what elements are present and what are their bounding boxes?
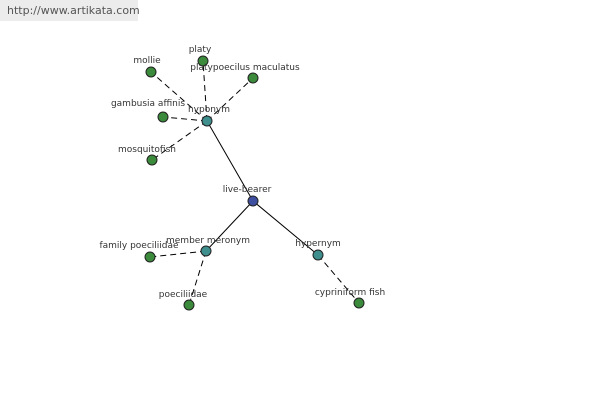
node-marker[interactable] xyxy=(353,297,365,309)
node-live-bearer[interactable]: live-bearer xyxy=(223,185,272,207)
node-poeciliidae[interactable]: poeciliidae xyxy=(159,290,208,311)
node-hyponym[interactable]: hyponym xyxy=(188,105,230,127)
node-label: poeciliidae xyxy=(159,290,208,300)
node-label: live-bearer xyxy=(223,185,272,195)
node-marker[interactable] xyxy=(157,111,169,123)
edge-hyponym-to-platy xyxy=(202,60,208,122)
node-marker[interactable] xyxy=(144,251,156,263)
node-label: gambusia affinis xyxy=(111,99,185,109)
node-label: platy xyxy=(189,45,212,55)
node-gambusia-affinis[interactable]: gambusia affinis xyxy=(111,99,185,123)
node-cypriniform-fish[interactable]: cypriniform fish xyxy=(315,288,385,309)
node-marker[interactable] xyxy=(146,154,158,166)
node-mollie[interactable]: mollie xyxy=(133,56,161,78)
node-label: hyponym xyxy=(188,105,230,115)
node-marker[interactable] xyxy=(183,299,195,311)
edge-live_bearer-to-hyponym xyxy=(206,120,254,202)
node-label: family poeciliidae xyxy=(99,241,179,251)
node-marker[interactable] xyxy=(200,245,212,257)
node-label: mollie xyxy=(133,56,161,66)
node-member-meronym[interactable]: member meronym xyxy=(166,236,250,257)
node-marker[interactable] xyxy=(197,55,209,67)
node-marker[interactable] xyxy=(247,72,259,84)
site-url-banner[interactable]: http://www.artikata.com xyxy=(0,0,140,21)
edge-live_bearer-to-member_meronym xyxy=(205,200,254,252)
edge-member_meronym-to-family_poeciliidae xyxy=(149,250,207,258)
site-url-text[interactable]: http://www.artikata.com xyxy=(7,4,140,17)
graph-edges xyxy=(149,60,360,306)
node-mosquitofish[interactable]: mosquitofish xyxy=(118,145,176,166)
edge-hyponym-to-mollie xyxy=(150,71,208,122)
node-marker[interactable] xyxy=(312,249,324,261)
node-platy[interactable]: platy xyxy=(189,45,212,67)
node-marker[interactable] xyxy=(247,195,259,207)
edge-hypernym-to-cypriniform_fish xyxy=(317,254,360,304)
node-marker[interactable] xyxy=(145,66,157,78)
node-label: hypernym xyxy=(295,239,341,249)
graph-nodes: live-bearer hyponym member meronym hypernym… xyxy=(99,45,385,311)
node-label: member meronym xyxy=(166,236,250,246)
edge-hyponym-to-platypoecilus_maculatus xyxy=(206,77,254,122)
node-family-poeciliidae[interactable]: family poeciliidae xyxy=(99,241,179,263)
node-marker[interactable] xyxy=(201,115,213,127)
edge-live_bearer-to-hypernym xyxy=(252,200,319,256)
node-platypoecilus-maculatus[interactable]: platypoecilus maculatus xyxy=(190,63,300,84)
node-label: cypriniform fish xyxy=(315,288,385,298)
edge-hyponym-to-gambusia_affinis xyxy=(162,116,208,122)
node-label: mosquitofish xyxy=(118,145,176,155)
node-label: platypoecilus maculatus xyxy=(190,63,300,73)
node-hypernym[interactable]: hypernym xyxy=(295,239,341,261)
edge-hyponym-to-mosquitofish xyxy=(151,120,208,161)
